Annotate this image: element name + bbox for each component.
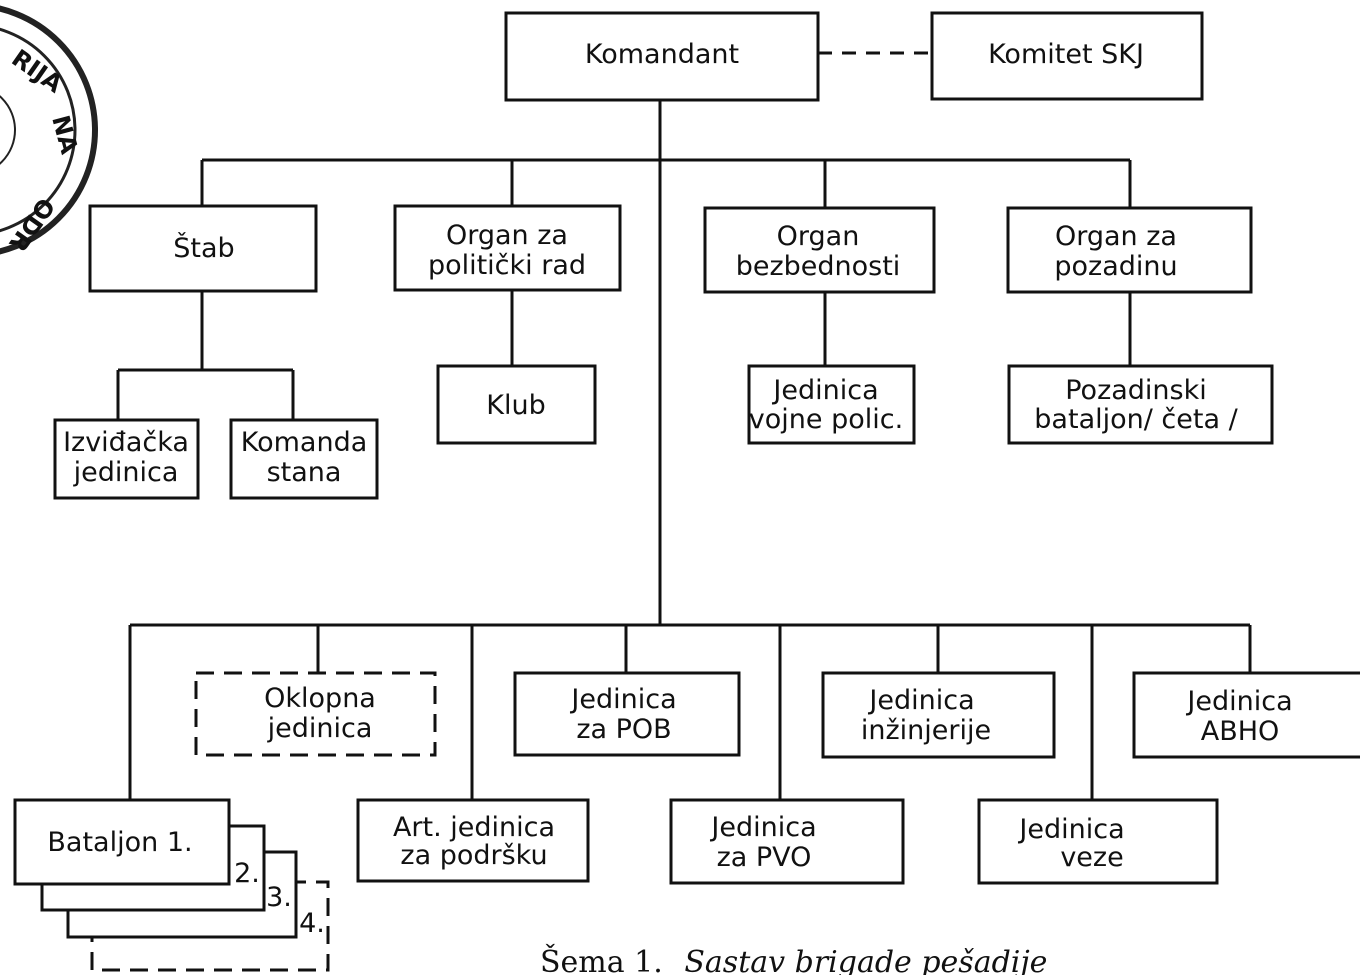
stamp-text-2: NA bbox=[46, 112, 83, 157]
node-oklopna: Oklopna jedinica bbox=[194, 671, 437, 757]
node-veze: Jedinica veze bbox=[977, 798, 1219, 885]
node-veze-line2: veze bbox=[1060, 842, 1123, 873]
node-pozadina-line1: Organ za bbox=[1055, 221, 1177, 252]
node-bataljon-label: Bataljon 1. bbox=[47, 827, 192, 858]
node-pvo-line1: Jedinica bbox=[709, 812, 816, 843]
node-bataljon-1 bbox=[13, 798, 231, 886]
node-stab: Štab bbox=[88, 204, 318, 293]
node-pozadinski-line2: bataljon/ četa / bbox=[1034, 404, 1238, 435]
node-abho-line1: Jedinica bbox=[1185, 686, 1292, 717]
node-politicki-line2: politički rad bbox=[428, 250, 586, 281]
node-bezbednost-line1: Organ bbox=[777, 221, 860, 252]
node-politicki: Organ za politički rad bbox=[393, 204, 622, 292]
node-vojna-policija-line2: vojne polic. bbox=[749, 404, 903, 435]
node-abho-line2: ABHO bbox=[1201, 716, 1280, 747]
node-pozadina: Organ za pozadinu bbox=[1006, 206, 1253, 294]
node-pvo: Jedinica za PVO bbox=[669, 798, 905, 885]
node-inzinjerija: Jedinica inžinjerije bbox=[821, 671, 1056, 759]
node-veze-line1: Jedinica bbox=[1017, 814, 1124, 845]
caption-label: Šema 1. bbox=[540, 944, 663, 975]
node-komanda-stana: Komanda stana bbox=[229, 418, 379, 500]
stamp-seal: RIJA NA ODR bbox=[0, 5, 98, 257]
node-komanda-stana-line1: Komanda bbox=[241, 427, 368, 458]
node-bataljon-3-label: 3. bbox=[266, 882, 292, 913]
caption-title: Sastav brigade pešadije bbox=[684, 945, 1047, 975]
node-pob-line2: za POB bbox=[576, 714, 671, 745]
node-komandant: Komandant bbox=[504, 11, 820, 102]
node-inzinjerija-line1: Jedinica bbox=[867, 685, 974, 716]
node-klub: Klub bbox=[436, 364, 597, 445]
node-oklopna-line2: jedinica bbox=[267, 713, 373, 744]
node-komitet: Komitet SKJ bbox=[930, 11, 1204, 101]
node-pob: Jedinica za POB bbox=[513, 671, 741, 757]
node-pob-line1: Jedinica bbox=[569, 684, 676, 715]
node-pozadinski: Pozadinski bataljon/ četa / bbox=[1007, 364, 1274, 445]
node-klub-label: Klub bbox=[486, 390, 545, 421]
node-izvidjacka-line2: jedinica bbox=[73, 457, 179, 488]
node-vojna-policija-line1: Jedinica bbox=[771, 375, 878, 406]
node-bataljon-stack: Bataljon 1. 2. 3. 4. bbox=[13, 798, 330, 972]
connectors bbox=[116, 51, 1252, 800]
node-pozadina-line2: pozadinu bbox=[1054, 251, 1177, 282]
node-vojna-policija: Jedinica vojne polic. bbox=[747, 364, 916, 445]
node-izvidjacka-line1: Izviđačka bbox=[63, 427, 189, 458]
node-komandant-label: Komandant bbox=[585, 39, 739, 70]
node-bataljon-4-label: 4. bbox=[299, 908, 325, 939]
node-komanda-stana-line2: stana bbox=[267, 457, 342, 488]
node-stab-label: Štab bbox=[173, 232, 234, 264]
node-artiljerija-line1: Art. jedinica bbox=[393, 812, 555, 843]
node-bataljon-2-label: 2. bbox=[234, 858, 260, 889]
node-pozadinski-line1: Pozadinski bbox=[1065, 375, 1207, 406]
node-oklopna-line1: Oklopna bbox=[264, 683, 376, 714]
caption: Šema 1. Sastav brigade pešadije bbox=[540, 944, 1047, 975]
node-pvo-line2: za PVO bbox=[717, 842, 812, 873]
node-politicki-line1: Organ za bbox=[446, 220, 568, 251]
node-bezbednost-line2: bezbednosti bbox=[736, 251, 901, 282]
node-abho: Jedinica ABHO bbox=[1132, 671, 1360, 759]
node-bezbednost: Organ bezbednosti bbox=[703, 206, 936, 294]
node-artiljerija: Art. jedinica za podršku bbox=[356, 798, 590, 883]
caption-text: Šema 1. Sastav brigade pešadije bbox=[540, 944, 1047, 975]
node-inzinjerija-line2: inžinjerije bbox=[861, 715, 991, 746]
node-komitet-label: Komitet SKJ bbox=[988, 39, 1144, 70]
node-artiljerija-line2: za podršku bbox=[400, 840, 547, 871]
stamp-text-1: RIJA bbox=[7, 44, 68, 99]
node-izvidjacka: Izviđačka jedinica bbox=[53, 418, 200, 500]
